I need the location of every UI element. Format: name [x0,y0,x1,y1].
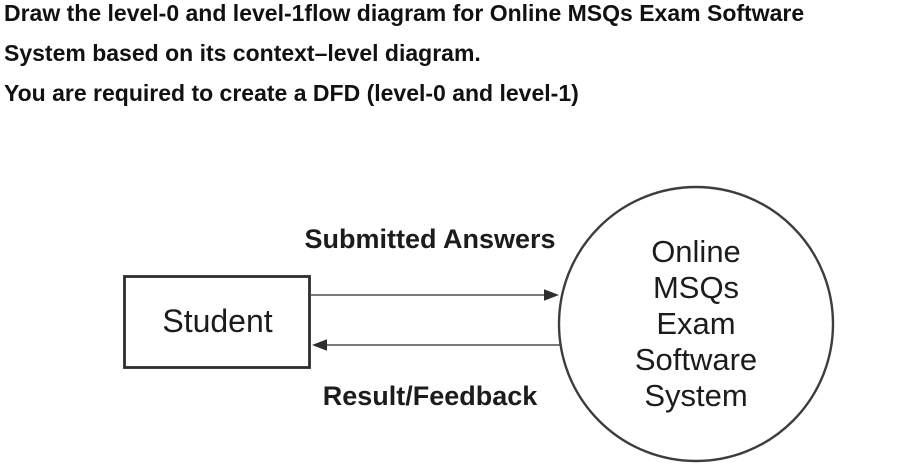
student-entity-box [123,275,311,369]
submitted-answers-arrow [310,289,559,301]
arrowhead-left-icon [312,339,327,351]
system-process-label: Online MSQs Exam Software System [558,186,834,462]
process-line-software: Software [634,342,758,377]
process-line-exam: Exam [656,306,736,341]
submitted-answers-flow-label: Submitted Answers [304,224,556,254]
system-process-circle [557,185,835,463]
instruction-line-2: System based on its context–level diagra… [4,40,481,66]
arrowhead-right-icon [544,289,559,301]
instruction-line-3: You are required to create a DFD (level-… [4,80,579,106]
result-feedback-arrow [312,339,560,351]
process-line-msqs: MSQs [652,270,740,305]
process-line-system: System [644,378,748,413]
result-feedback-flow-label: Result/Feedback [322,381,538,411]
student-entity-label: Student [125,275,310,368]
instruction-text: Draw the level-0 and level-1flow diagram… [4,0,918,113]
instruction-line-1: Draw the level-0 and level-1flow diagram… [4,0,805,26]
student-entity-text: Student [162,303,273,339]
process-line-online: Online [651,234,741,269]
